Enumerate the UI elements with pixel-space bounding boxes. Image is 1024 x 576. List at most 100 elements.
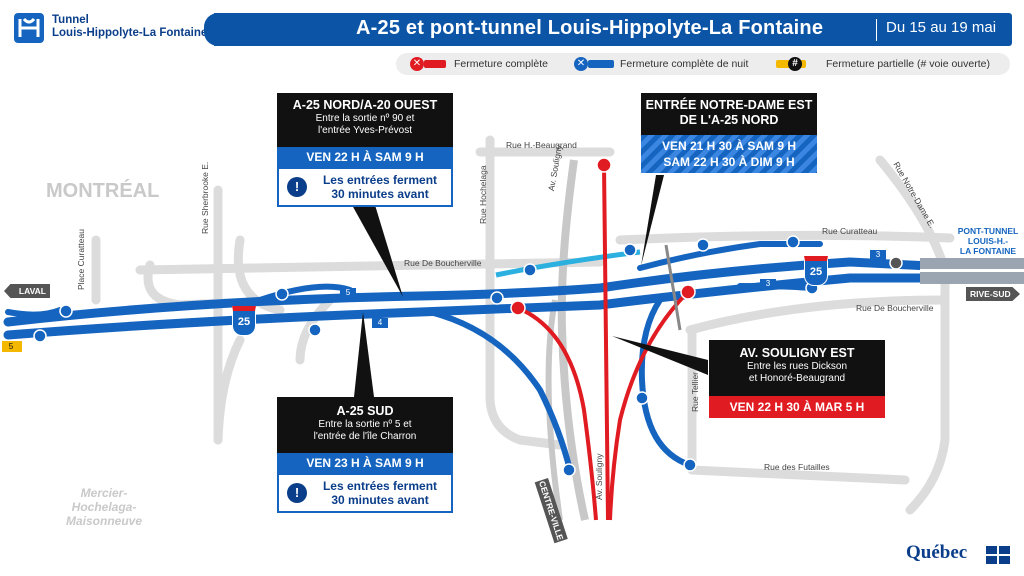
direction-laval: LAVAL — [4, 284, 50, 298]
street-label: Rue Tellier — [690, 371, 700, 412]
a25-westbound — [3, 257, 935, 327]
street-boucherville-west — [135, 257, 605, 275]
callout-souligny-time: VEN 22 H 30 À MAR 5 H — [709, 396, 885, 418]
street-hochelaga — [485, 135, 565, 450]
street-label: Rue des Futailles — [764, 462, 830, 472]
place-tunnel: PONT-TUNNEL LOUIS-H.- LA FONTAINE — [954, 226, 1022, 256]
night-closure-marker — [786, 235, 800, 249]
street-label: Rue Hochelaga — [478, 165, 488, 224]
callout-a25-nord-time: VEN 22 H À SAM 9 H — [277, 147, 453, 167]
page-title: A-25 et pont-tunnel Louis-Hippolyte-La F… — [356, 17, 824, 39]
callout-a25-sud-time: VEN 23 H À SAM 9 H — [277, 453, 453, 473]
highway-shield-a25: 25 — [232, 306, 256, 336]
note-line: Les entrées ferment — [322, 479, 438, 493]
street-label: Av. Souligny — [594, 453, 604, 500]
lane-count: 3 — [870, 250, 886, 260]
partial-closure-icon: # — [788, 57, 802, 71]
callout-a25-sud-note: ! Les entrées ferment 30 minutes avant — [277, 473, 453, 513]
night-closure-marker — [490, 291, 504, 305]
callout-title: AV. SOULIGNY EST — [739, 346, 855, 360]
night-closure-marker — [683, 458, 697, 472]
tunnel-logo-icon — [14, 13, 44, 43]
full-closure-marker — [596, 157, 612, 173]
street-notre-dame — [875, 155, 950, 515]
date-range: Du 15 au 19 mai — [886, 19, 997, 36]
highway-shield-a25: 25 — [804, 256, 828, 286]
pointer-souligny — [612, 336, 708, 375]
highway-a25 — [3, 241, 935, 473]
callout-title: ENTRÉE NOTRE-DAME EST — [645, 98, 813, 112]
callout-notre-dame-time: VEN 21 H 30 À SAM 9 H SAM 22 H 30 À DIM … — [641, 135, 817, 173]
legend-partial-closure: Fermeture partielle (# voie ouverte) — [826, 58, 990, 70]
callout-a25-nord: A-25 NORD/A-20 OUEST Entre la sortie nº … — [277, 93, 453, 147]
night-closure-marker — [635, 391, 649, 405]
place-line: Hochelaga- — [71, 500, 137, 514]
place-line: LOUIS-H.- — [967, 236, 1009, 246]
tunnel-lane-dash — [920, 269, 1024, 272]
quebec-flag-icon — [986, 546, 1010, 564]
a25-ramp-south-loop — [638, 297, 693, 468]
warning-icon: ! — [287, 483, 307, 503]
title-separator — [876, 19, 877, 41]
night-closure-marker — [59, 304, 73, 318]
road-souligny-gray — [557, 159, 589, 521]
legend-full-closure: Fermeture complète — [454, 58, 548, 70]
full-closure-swatch — [424, 60, 446, 68]
callout-sub: Entre la sortie nº 5 et — [318, 419, 412, 430]
street-curatteau — [615, 230, 955, 245]
note-line: Les entrées ferment — [322, 173, 438, 187]
place-line: Maisonneuve — [65, 514, 143, 528]
place-montreal: MONTRÉAL — [46, 180, 160, 202]
a25-ramp-north-east — [637, 241, 823, 271]
red-souligny-main — [602, 164, 610, 521]
road-gray-south — [545, 299, 563, 521]
logo-text: Tunnel Louis-Hippolyte-La Fontaine — [52, 14, 207, 40]
callout-a25-nord-note: ! Les entrées ferment 30 minutes avant — [277, 167, 453, 207]
quebec-brand: Québec — [906, 542, 968, 563]
lane-count: 3 — [760, 279, 776, 289]
street-label: Rue Sherbrooke E. — [200, 161, 210, 234]
callout-sub: Entre les rues Dickson — [746, 361, 848, 372]
street-futailles — [687, 465, 910, 485]
lane-count: 5 — [340, 288, 356, 298]
street-ramp-left2 — [233, 235, 285, 315]
street-label: Rue De Boucherville — [404, 258, 482, 268]
full-closure-roads — [517, 164, 690, 521]
callout-sub: l'entrée Yves-Prévost — [318, 125, 412, 136]
night-closure-marker — [623, 243, 637, 257]
street-boucherville-east — [685, 295, 950, 335]
full-closure-icon: ✕ — [410, 57, 424, 71]
callout-title: A-25 NORD/A-20 OUEST — [292, 98, 438, 112]
logo-line1: Tunnel — [52, 14, 89, 26]
logo-line2: Louis-Hippolyte-La Fontaine — [52, 27, 208, 39]
callout-a25-sud: A-25 SUD Entre la sortie nº 5 et l'entré… — [277, 397, 453, 453]
callout-title: DE L'A-25 NORD — [679, 113, 779, 127]
street-loop — [295, 295, 335, 365]
pointer-a25-nord — [352, 205, 403, 297]
callout-sub: l'entrée de l'île Charron — [313, 431, 417, 442]
closure-markers — [33, 157, 903, 477]
legend — [396, 53, 1010, 75]
callout-sub: et Honoré-Beaugrand — [748, 373, 846, 384]
a25-ramp-laval — [5, 307, 63, 318]
full-closure-marker — [510, 300, 526, 316]
note-line: 30 minutes avant — [331, 187, 429, 201]
bridge-bar — [664, 244, 682, 331]
lane-count: 5 — [8, 342, 14, 351]
night-closure-marker — [275, 287, 289, 301]
street-label: Rue H.-Beaugrand — [506, 140, 577, 150]
callout-pointers — [352, 175, 708, 397]
red-ramp-west — [517, 306, 598, 521]
callout-sub: Entre la sortie nº 90 et — [315, 113, 415, 124]
callout-notre-dame: ENTRÉE NOTRE-DAME EST DE L'A-25 NORD — [641, 93, 817, 135]
time-line: SAM 22 H 30 À DIM 9 H — [663, 155, 795, 169]
night-closure-marker — [308, 323, 322, 337]
partial-closure-marker — [2, 341, 22, 352]
night-closure-marker — [33, 329, 47, 343]
red-ramp-east — [608, 290, 690, 521]
legend-night-closure: Fermeture complète de nuit — [620, 58, 749, 70]
full-closure-marker — [680, 284, 696, 300]
place-line: Mercier- — [80, 486, 128, 500]
lane-count: 4 — [372, 318, 388, 328]
